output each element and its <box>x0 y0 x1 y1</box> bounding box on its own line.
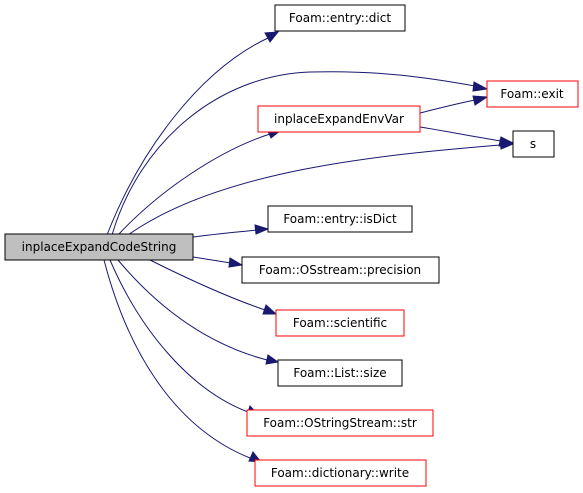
edge-root-exit-arrowhead <box>472 81 489 92</box>
edge-root-expand-env <box>117 133 271 236</box>
edge-expand-env-s-arrowhead <box>498 136 515 147</box>
edge-root-precision <box>192 256 232 264</box>
edge-root-entry-dict-arrowhead <box>264 31 280 43</box>
node-scientific[interactable]: Foam::scientific <box>275 309 405 337</box>
node-exit[interactable]: Foam::exit <box>486 80 579 108</box>
node-scientific-label: Foam::scientific <box>293 316 387 330</box>
node-dict-write-label: Foam::dictionary::write <box>271 466 409 480</box>
node-root[interactable]: inplaceExpandCodeString <box>4 233 194 261</box>
node-exit-box <box>486 80 579 108</box>
node-is-dict-box <box>267 205 413 233</box>
nodes-layer: inplaceExpandCodeString Foam::entry::dic… <box>4 4 579 487</box>
edge-root-scientific-arrowhead <box>262 304 278 315</box>
node-root-label: inplaceExpandCodeString <box>22 240 177 254</box>
node-list-size-box <box>277 359 403 387</box>
edge-expand-env-exit-arrowhead <box>472 95 489 106</box>
edge-root-is-dict <box>192 229 258 238</box>
node-root-box <box>4 233 194 261</box>
node-is-dict[interactable]: Foam::entry::isDict <box>267 205 413 233</box>
node-s-box <box>512 130 555 158</box>
node-precision-label: Foam::OSstream::precision <box>259 263 421 277</box>
edge-root-s <box>127 144 501 236</box>
node-expand-env-box <box>257 105 421 133</box>
edge-root-exit <box>111 71 476 236</box>
edge-root-list-size-arrowhead <box>265 354 280 365</box>
node-precision[interactable]: Foam::OSstream::precision <box>241 256 440 284</box>
node-precision-box <box>241 256 440 284</box>
node-dict-write-box <box>254 459 427 487</box>
edge-root-scientific <box>149 259 266 311</box>
node-exit-label: Foam::exit <box>500 87 564 101</box>
edge-expand-env-exit <box>419 99 476 114</box>
edge-expand-env-s <box>419 126 502 142</box>
node-dict-write[interactable]: Foam::dictionary::write <box>254 459 427 487</box>
node-scientific-box <box>275 309 405 337</box>
node-expand-env[interactable]: inplaceExpandEnvVar <box>257 105 421 133</box>
edge-root-is-dict-arrowhead <box>254 224 270 235</box>
node-s[interactable]: s <box>512 130 555 158</box>
node-str[interactable]: Foam::OStringStream::str <box>246 409 434 437</box>
node-entry-dict[interactable]: Foam::entry::dict <box>274 4 406 32</box>
edge-root-dict-write <box>103 259 251 459</box>
edge-root-entry-dict <box>106 37 269 236</box>
node-entry-dict-box <box>274 4 406 32</box>
node-is-dict-label: Foam::entry::isDict <box>283 212 397 226</box>
edge-root-list-size <box>117 259 268 361</box>
node-expand-env-label: inplaceExpandEnvVar <box>274 112 404 126</box>
node-list-size[interactable]: Foam::List::size <box>277 359 403 387</box>
node-entry-dict-label: Foam::entry::dict <box>289 11 391 25</box>
edge-root-str <box>109 259 249 413</box>
node-str-box <box>246 409 434 437</box>
edges-layer <box>103 31 515 463</box>
edge-root-precision-arrowhead <box>228 257 244 268</box>
node-str-label: Foam::OStringStream::str <box>263 416 417 430</box>
node-s-label: s <box>530 137 536 151</box>
node-list-size-label: Foam::List::size <box>293 366 386 380</box>
